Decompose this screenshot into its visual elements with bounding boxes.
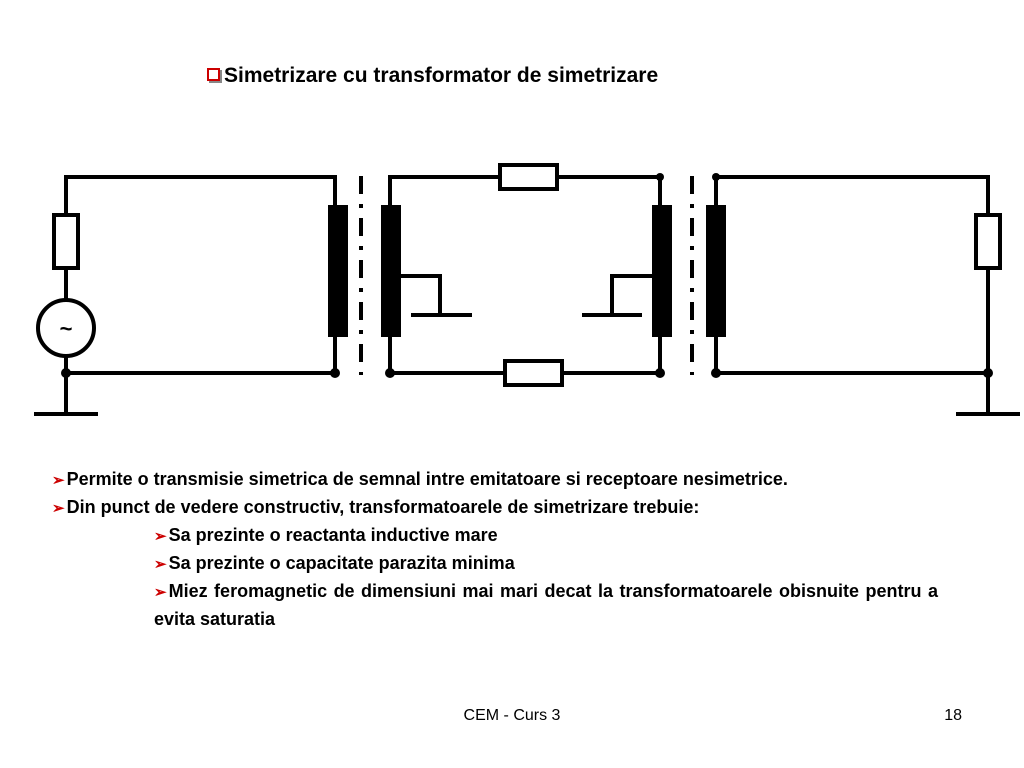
winding-1 (328, 205, 348, 337)
junction-dot (656, 173, 664, 181)
winding-3 (652, 205, 672, 337)
sub-bullet-item: ➢Sa prezinte o capacitate parazita minim… (154, 553, 515, 573)
center-tap-right (610, 274, 654, 317)
winding-2 (381, 205, 401, 337)
ac-source-symbol: ~ (60, 316, 73, 341)
bullet-item: ➢Permite o transmisie simetrica de semna… (52, 469, 788, 489)
arrow-bullet-icon: ➢ (52, 472, 65, 489)
arrow-bullet-icon: ➢ (154, 528, 167, 545)
junction-dot (655, 368, 665, 378)
balun-circuit-diagram: ~ (34, 163, 1020, 416)
slide-title: Simetrizare cu transformator de simetriz… (207, 64, 658, 88)
resistor-left (52, 213, 80, 270)
junction-dot (712, 173, 720, 181)
sub-bullet-item: ➢Miez feromagnetic de dimensiuni mai mar… (154, 581, 938, 629)
winding-4 (706, 205, 726, 337)
arrow-bullet-icon: ➢ (52, 500, 65, 517)
resistor-bottom (503, 359, 564, 387)
slide-title-text: Simetrizare cu transformator de simetriz… (224, 64, 659, 87)
resistor-right (974, 213, 1002, 270)
junction-dot (61, 368, 71, 378)
arrow-bullet-icon: ➢ (154, 556, 167, 573)
footer-course: CEM - Curs 3 (463, 707, 561, 724)
junction-dot (330, 368, 340, 378)
checkbox-bullet-icon (207, 68, 220, 81)
junction-dot (711, 368, 721, 378)
resistor-top (498, 163, 559, 191)
sub-bullet-item: ➢Sa prezinte o reactanta inductive mare (154, 525, 498, 545)
junction-dot (385, 368, 395, 378)
center-tap-left (398, 274, 442, 317)
bullet-list: ➢Permite o transmisie simetrica de semna… (52, 466, 938, 632)
bullet-item: ➢Din punct de vedere constructiv, transf… (52, 497, 700, 517)
ac-source (36, 298, 96, 358)
junction-dot (983, 368, 993, 378)
page-number: 18 (944, 707, 962, 724)
arrow-bullet-icon: ➢ (154, 584, 167, 601)
